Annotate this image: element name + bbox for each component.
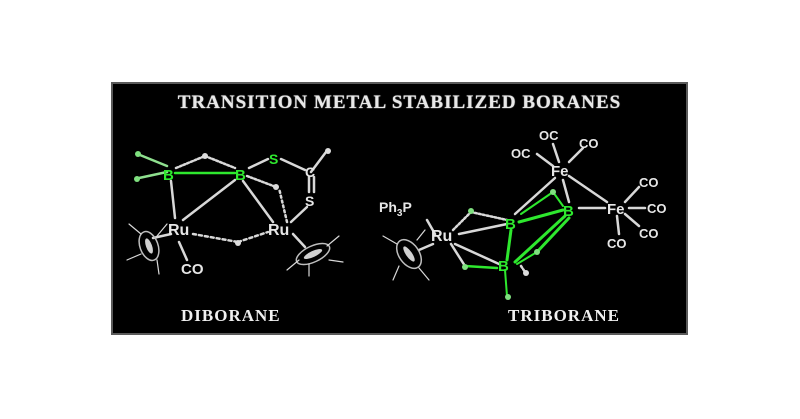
bond-line (247, 157, 270, 170)
figure-panel: TRANSITION METAL STABILIZED BORANES (111, 82, 688, 335)
bond-line (382, 235, 398, 245)
bond-line (137, 170, 169, 180)
bond-line (623, 185, 641, 204)
carbonyl-label: CO (647, 201, 667, 216)
cp-ring (145, 238, 153, 254)
boron-atom: B (235, 167, 246, 184)
boron-atom: B (563, 203, 574, 220)
bond-line (505, 228, 513, 262)
boron-atom: B (163, 167, 174, 184)
bond-line (174, 154, 207, 170)
bond-line (416, 229, 426, 241)
bond-line (469, 210, 509, 222)
bond-line (126, 253, 142, 261)
cp-ring (303, 248, 323, 260)
boron-atom: B (498, 258, 509, 275)
carbonyl-label: CO (639, 175, 659, 190)
bond-line (309, 150, 328, 174)
bond-line (463, 264, 499, 270)
carbonyl-label: OC (511, 146, 531, 161)
bond-line (425, 218, 437, 236)
bond-line (517, 208, 565, 224)
bond-line (286, 259, 300, 271)
carbonyl-label: OC (539, 128, 559, 143)
bond-line (418, 267, 430, 281)
cp-ring (403, 246, 415, 262)
bond-line (535, 152, 555, 168)
bond-line (241, 179, 275, 224)
bond-line (245, 174, 278, 189)
sulfur-atom: S (269, 151, 278, 167)
bond-line (457, 222, 509, 236)
bond-line (326, 235, 340, 247)
carbonyl-label: CO (181, 261, 204, 278)
figure-title: TRANSITION METAL STABILIZED BORANES (177, 92, 622, 113)
hydrogen-atoms (462, 189, 556, 300)
bond-line (417, 242, 435, 252)
bond-line (156, 259, 160, 275)
bond-line (504, 269, 508, 297)
bond-line (328, 259, 344, 263)
bond-line (615, 214, 621, 236)
ruthenium-atom: Ru (431, 228, 452, 245)
ruthenium-atom: Ru (168, 222, 189, 239)
diborane-caption: DIBORANE (181, 306, 281, 325)
bond-line (516, 251, 538, 265)
carbonyl-label: CO (579, 136, 599, 151)
structures-drawing: B B S C S Ru Ru CO (126, 128, 667, 300)
carbon-atom: C (305, 164, 315, 180)
bond-line (291, 232, 307, 249)
bond-line (567, 146, 585, 164)
bond-line (449, 242, 467, 268)
bond-line (453, 242, 501, 266)
phosphine-label: Ph3P (379, 199, 412, 219)
bond-line (551, 142, 561, 164)
bond-line (513, 214, 567, 264)
cp-ring (138, 230, 160, 262)
cp-ring (395, 238, 423, 270)
ruthenium-atom: Ru (268, 222, 289, 239)
bond-line (289, 205, 309, 224)
iron-atom: Fe (607, 201, 625, 218)
bond-line (138, 153, 169, 168)
bond-line (151, 232, 173, 240)
bond-line (156, 223, 168, 237)
bond-line (623, 212, 641, 228)
bond-line (181, 178, 237, 222)
bond-line (203, 154, 237, 170)
sulfur-atom: S (305, 193, 314, 209)
boron-atom: B (505, 216, 516, 233)
bond-line (561, 178, 571, 204)
bond-line (277, 186, 289, 224)
bond-line (191, 232, 240, 244)
triborane-caption: TRIBORANE (508, 306, 620, 325)
hydrogen-atoms (134, 148, 331, 246)
bond-line (392, 265, 400, 281)
bond-line (177, 240, 189, 262)
bond-line (513, 176, 557, 216)
carbonyl-label: CO (607, 236, 627, 251)
diborane-structure (126, 150, 344, 277)
bond-line (567, 174, 609, 204)
bond-line (169, 179, 177, 220)
triborane-structure (382, 142, 647, 297)
bond-line (535, 216, 571, 254)
iron-atom: Fe (551, 163, 569, 180)
bond-line (451, 210, 473, 232)
bond-line (236, 230, 270, 244)
bond-line (128, 223, 142, 235)
carbonyl-label: CO (639, 226, 659, 241)
bond-line (279, 157, 307, 172)
bond-line (520, 191, 554, 215)
